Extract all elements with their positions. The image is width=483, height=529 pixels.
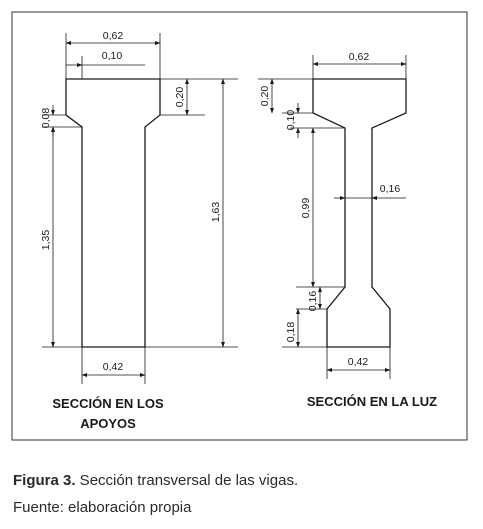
midspan-section-outline	[312, 78, 407, 348]
figure-caption: Figura 3. Sección transversal de las vig…	[13, 472, 298, 489]
midspan-bottom-flange-label: 0,18	[285, 322, 297, 343]
support-top-width-dim	[65, 33, 161, 79]
support-total-height-dim	[145, 78, 238, 348]
midspan-top-flange-label: 0,20	[259, 86, 271, 107]
midspan-web-thickness-label: 0,16	[380, 183, 401, 195]
support-bottom-width-dim	[81, 347, 146, 384]
support-inner-width-label: 0,10	[102, 50, 123, 62]
support-top-width-label: 0,62	[103, 30, 124, 42]
support-chamfer-label: 0,08	[40, 108, 52, 129]
figure-source: Fuente: elaboración propia	[13, 499, 192, 516]
support-inner-width-dim	[66, 56, 145, 79]
support-total-height-label: 1,63	[210, 202, 222, 223]
support-web-height-label: 1,35	[40, 230, 52, 251]
midspan-top-width-label: 0,62	[349, 51, 370, 63]
support-web-height-dim	[42, 126, 82, 348]
support-bottom-width-label: 0,42	[103, 361, 124, 373]
midspan-web-height-label: 0,99	[300, 198, 312, 219]
figure-caption-text: Sección transversal de las vigas.	[75, 472, 299, 489]
midspan-bottom-haunch-label: 0,16	[307, 291, 319, 312]
support-flange-depth-label: 0,20	[174, 87, 186, 108]
midspan-bottom-width-label: 0,42	[348, 356, 369, 368]
support-section-title-line1: SECCIÓN EN LOS	[52, 396, 164, 411]
support-flange-depth-dim	[160, 78, 238, 116]
midspan-top-width-dim	[312, 55, 407, 79]
figure-label: Figura 3.	[13, 472, 76, 489]
support-section-title-line2: APOYOS	[80, 416, 136, 431]
midspan-section-title: SECCIÓN EN LA LUZ	[307, 394, 437, 409]
figure-frame	[11, 11, 468, 441]
support-section-outline	[65, 78, 161, 348]
midspan-bottom-width-dim	[326, 347, 391, 379]
midspan-top-haunch-label: 0,10	[285, 110, 297, 131]
